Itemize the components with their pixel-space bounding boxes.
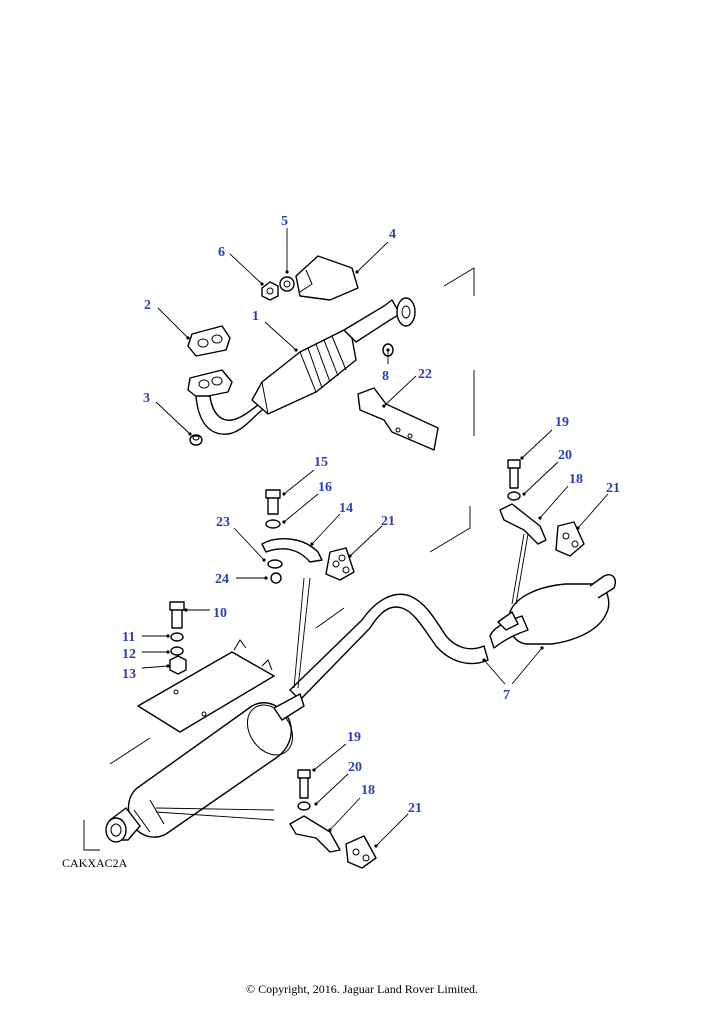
callout-13: 13 (122, 667, 136, 682)
rubber-mounting-centre (325, 547, 355, 581)
callout-3: 3 (143, 391, 150, 406)
callout-16: 16 (318, 480, 332, 495)
callout-4: 4 (389, 227, 396, 242)
support-bracket (357, 387, 439, 451)
callout-8: 8 (382, 369, 389, 384)
copyright-notice: © Copyright, 2016. Jaguar Land Rover Lim… (245, 982, 479, 996)
callout-20-right: 20 (558, 448, 572, 463)
catalytic-converter-pipe (187, 297, 416, 435)
callout-20-bottom: 20 (348, 760, 362, 775)
callout-21-bottom: 21 (408, 801, 422, 816)
callout-5: 5 (281, 214, 288, 229)
callouts: 1 2 3 4 5 6 7 8 10 11 12 13 (122, 214, 620, 848)
callout-1: 1 (252, 309, 259, 324)
callout-18-bottom: 18 (361, 783, 375, 798)
callout-18-right: 18 (569, 472, 583, 487)
centre-clamp-group (261, 489, 323, 584)
callout-6: 6 (218, 245, 225, 260)
callout-21-right: 21 (606, 481, 620, 496)
callout-21-centre: 21 (381, 514, 395, 529)
callout-23: 23 (216, 515, 230, 530)
callout-2: 2 (144, 298, 151, 313)
front-mount-group (289, 769, 377, 869)
flange-nut (189, 434, 203, 446)
intermediate-pipe (289, 593, 489, 701)
underfloor-heat-shield (137, 601, 275, 733)
section-lines (83, 267, 529, 851)
callout-12: 12 (122, 647, 136, 662)
illustration-reference-code: CAKXAC2A (62, 856, 128, 870)
heat-shield (295, 255, 359, 301)
callout-19-bottom: 19 (347, 730, 361, 745)
centre-silencer (105, 693, 305, 843)
callout-19-right: 19 (555, 415, 569, 430)
callout-10: 10 (213, 606, 227, 621)
callout-14: 14 (339, 501, 353, 516)
callout-24: 24 (215, 572, 229, 587)
callout-11: 11 (122, 630, 135, 645)
washer (279, 276, 295, 292)
flange-gasket (187, 325, 231, 357)
hex-nut (261, 281, 279, 301)
rear-mount-group (499, 459, 585, 557)
callout-15: 15 (314, 455, 328, 470)
rear-silencer (489, 574, 616, 649)
callout-7: 7 (503, 688, 510, 703)
callout-22: 22 (418, 367, 432, 382)
